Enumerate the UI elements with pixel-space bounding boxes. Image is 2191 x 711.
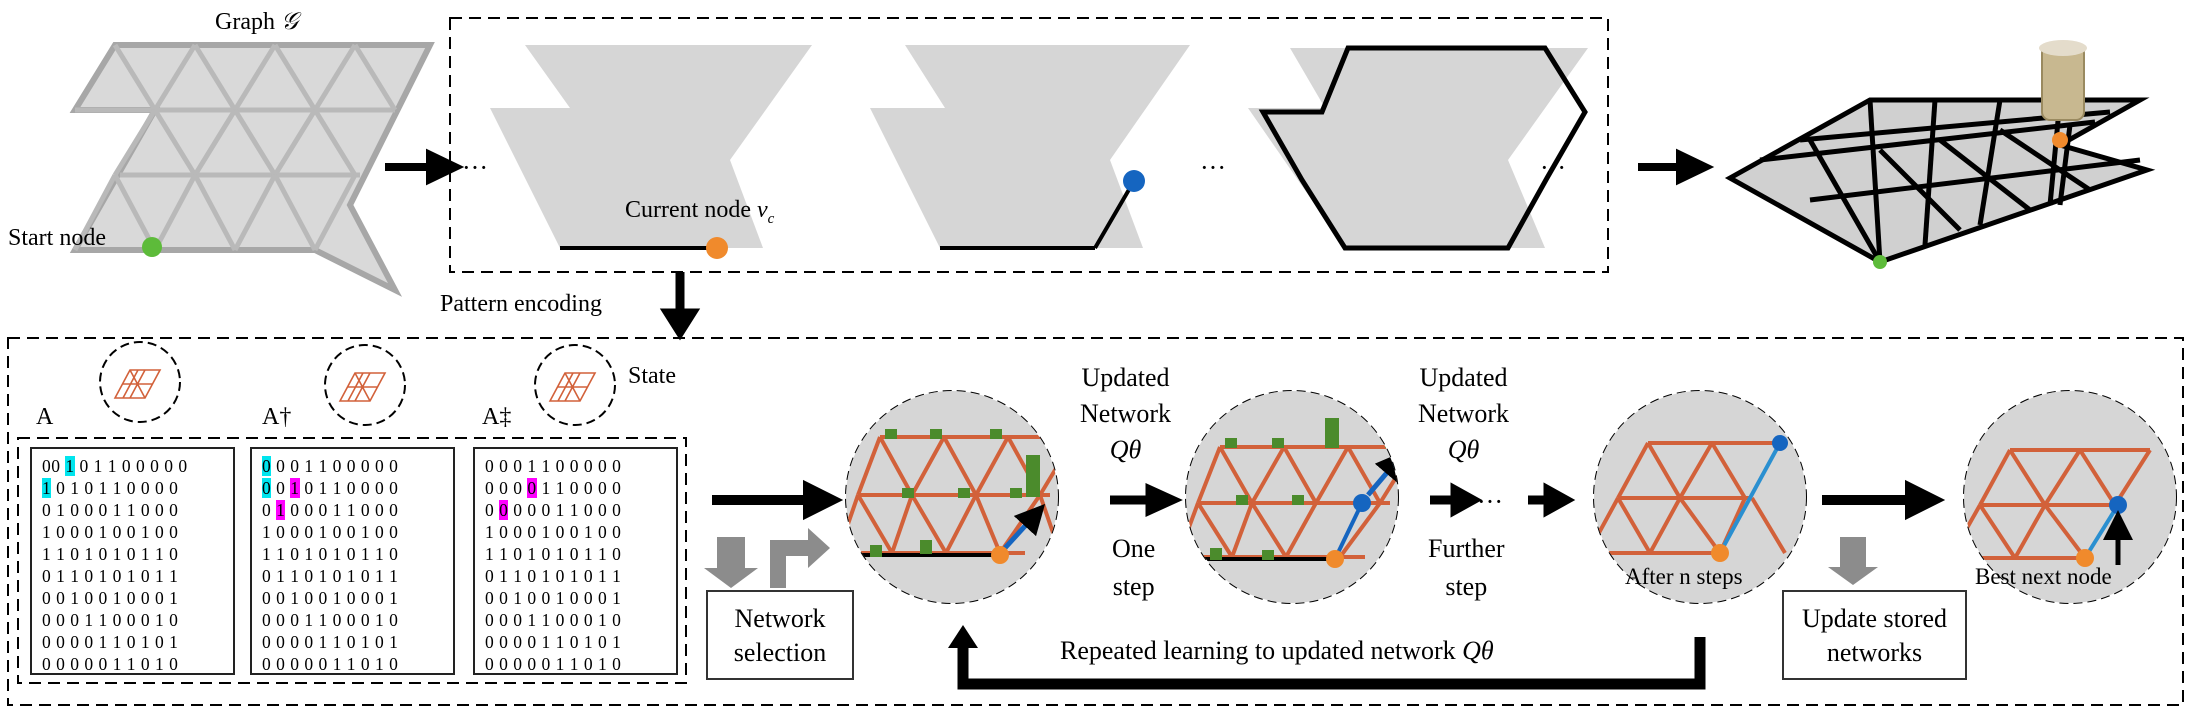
matrix-a-dagger-label: A† bbox=[262, 404, 292, 430]
arrow-further-step-a bbox=[1430, 482, 1483, 518]
after-n-steps-label: After n steps bbox=[1625, 564, 1743, 589]
current-node-label: Current node vc bbox=[625, 197, 775, 227]
current-node-dot bbox=[706, 237, 728, 259]
matrix-row: 0 1 1 0 1 0 1 0 1 1 bbox=[42, 566, 179, 586]
update-stored-arrow bbox=[1828, 537, 1878, 585]
matrix-row: 0 0 0 0 0 1 1 0 1 0 bbox=[42, 654, 179, 674]
arrow-sequence-to-result bbox=[1638, 148, 1715, 186]
start-node-dot bbox=[142, 237, 162, 257]
graph-g-illustration bbox=[69, 42, 435, 297]
matrix-row: 0 0 0 1 1 0 0 0 1 0 bbox=[485, 610, 622, 630]
next-node-dot bbox=[1123, 170, 1145, 192]
state-label: State bbox=[628, 363, 676, 389]
matrix-row: 0 0 0 0 0 1 1 0 1 0 bbox=[485, 654, 622, 674]
matrix-a-dagger: 0 0 0 1 1 0 0 0 0 0 0 0 1 0 1 1 0 0 0 0 … bbox=[250, 447, 455, 675]
best-next-node-label: Best next node bbox=[1975, 564, 2112, 589]
matrix-row: 0 0 0 0 1 1 0 1 0 1 bbox=[262, 632, 399, 652]
svg-text:···: ··· bbox=[1477, 487, 1503, 516]
sequence-panel-1 bbox=[490, 45, 812, 259]
matrix-row: 0 1 1 0 1 0 1 0 1 1 bbox=[262, 566, 399, 586]
matrix-row: 1 0 0 0 1 0 0 1 0 0 bbox=[262, 522, 399, 542]
graph-title: Graph 𝒢 bbox=[215, 9, 299, 35]
svg-text:···: ··· bbox=[1200, 153, 1226, 182]
network-selection-arrows bbox=[704, 528, 830, 588]
matrix-row: 1 1 0 1 0 1 0 1 1 0 bbox=[262, 544, 399, 564]
matrix-row: 0 0 1 0 0 1 0 0 0 1 bbox=[42, 588, 179, 608]
matrix-row: 0 0 0 0 1 1 0 1 0 1 bbox=[485, 632, 622, 652]
sequence-panel-2 bbox=[870, 45, 1190, 250]
matrix-row: 0 0 0 0 1 1 0 1 0 1 bbox=[42, 632, 179, 652]
matrix-row: 0 0 1 0 1 1 0 0 0 0 bbox=[262, 478, 399, 498]
svg-text:···: ··· bbox=[1540, 153, 1566, 182]
arrow-further-step-b bbox=[1528, 482, 1576, 518]
graph-edges-3 bbox=[1594, 441, 1787, 555]
ellipsis: ··· bbox=[462, 153, 488, 182]
matrix-a-label: A bbox=[36, 404, 54, 430]
matrix-row: 0 0 0 0 0 1 1 0 0 0 bbox=[485, 500, 622, 520]
matrix-row: 0 0 0 0 1 1 0 0 0 0 bbox=[485, 478, 622, 498]
arrow-to-circle-1 bbox=[712, 479, 844, 521]
arrow-graph-to-sequence bbox=[385, 148, 465, 186]
arrow-to-best-node bbox=[1822, 479, 1946, 521]
start-node-label: Start node bbox=[8, 225, 106, 251]
matrix-row: 0 0 1 0 0 1 0 0 0 1 bbox=[262, 588, 399, 608]
learning-dashed-box bbox=[7, 337, 2184, 706]
sequence-panel-3 bbox=[1248, 45, 1588, 251]
arrow-one-step bbox=[1110, 483, 1183, 517]
matrix-row: 0 0 0 1 1 0 0 0 1 0 bbox=[42, 610, 179, 630]
matrices-dashed-box bbox=[17, 437, 687, 684]
matrix-row: 0 0 0 1 1 0 0 0 1 0 bbox=[262, 610, 399, 630]
matrix-a-ddagger: 0 0 0 1 1 0 0 0 0 0 0 0 0 0 1 1 0 0 0 0 … bbox=[473, 447, 678, 675]
state-icons bbox=[99, 341, 616, 426]
matrix-row: 0 1 1 0 1 0 1 0 1 1 bbox=[485, 566, 622, 586]
matrix-row: 0 0 0 1 1 0 0 0 0 0 bbox=[485, 456, 622, 476]
matrix-row: 0 0 0 0 0 1 1 0 1 0 bbox=[262, 654, 399, 674]
nozzle bbox=[2041, 44, 2085, 121]
matrix-row: 0 0 1 0 0 1 0 0 0 1 bbox=[485, 588, 622, 608]
matrix-row: 0 1 0 0 0 1 1 0 0 0 bbox=[262, 500, 399, 520]
matrix-row: 0 1 0 0 0 1 1 0 0 0 bbox=[42, 500, 179, 520]
matrix-a-ddagger-label: A‡ bbox=[482, 404, 512, 430]
matrix-row: 00 1 0 1 1 0 0 0 0 0 bbox=[42, 456, 188, 476]
sequence-dashed-box bbox=[449, 17, 1609, 273]
matrix-row: 1 0 0 0 1 0 0 1 0 0 bbox=[485, 522, 622, 542]
repeated-learning-arrow bbox=[957, 637, 1706, 690]
arrow-pattern-encoding bbox=[659, 272, 701, 341]
matrix-row: 1 1 0 1 0 1 0 1 1 0 bbox=[42, 544, 179, 564]
pattern-encoding-label: Pattern encoding bbox=[440, 291, 602, 317]
matrix-a: 00 1 0 1 1 0 0 0 0 0 1 0 1 0 1 1 0 0 0 0… bbox=[30, 447, 235, 675]
repeated-learning-label: Repeated learning to updated network Qθ bbox=[1060, 636, 1494, 665]
matrix-row: 0 0 0 1 1 0 0 0 0 0 bbox=[262, 456, 399, 476]
result-mesh-illustration bbox=[1724, 40, 2156, 269]
graph-edges-2 bbox=[1186, 445, 1398, 559]
matrix-row: 1 0 0 0 1 0 0 1 0 0 bbox=[42, 522, 179, 542]
matrix-row: 1 1 0 1 0 1 0 1 1 0 bbox=[485, 544, 622, 564]
matrix-row: 1 0 1 0 1 1 0 0 0 0 bbox=[42, 478, 179, 498]
